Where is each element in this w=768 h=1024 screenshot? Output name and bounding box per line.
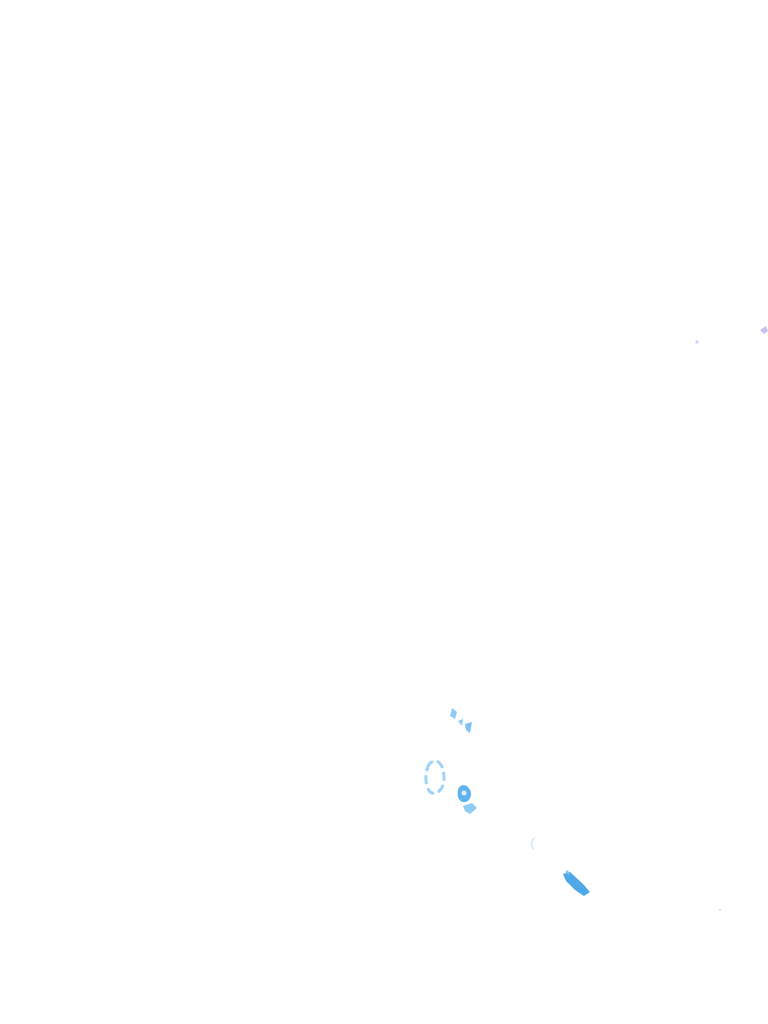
faint-arc xyxy=(530,837,536,850)
faint-dot xyxy=(718,908,722,912)
blue-speck-top-a xyxy=(450,708,457,719)
lavender-speck-right xyxy=(760,326,768,334)
blue-ring-left xyxy=(424,759,446,795)
blue-speck-top-c xyxy=(465,722,472,733)
lavender-dot xyxy=(695,340,699,344)
blue-streak xyxy=(563,872,590,896)
blue-streak-edge xyxy=(565,870,570,876)
blue-blob-highlight xyxy=(461,790,467,796)
blue-speck-tail xyxy=(463,803,477,814)
blue-speck-top-b xyxy=(458,719,463,726)
